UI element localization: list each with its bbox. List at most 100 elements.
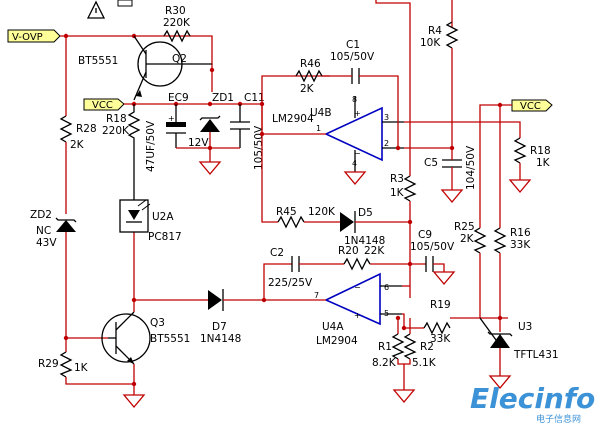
resistor-r25: R25 2K xyxy=(454,221,487,254)
svg-text:2K: 2K xyxy=(70,139,85,151)
ground-r18 xyxy=(508,179,532,194)
svg-text:V-OVP: V-OVP xyxy=(12,32,43,43)
transistor-q2: BT5551 Q2 xyxy=(78,35,212,101)
svg-text:R46: R46 xyxy=(300,58,321,70)
svg-text:电子信息网: 电子信息网 xyxy=(536,413,581,425)
svg-text:+: + xyxy=(354,311,361,320)
svg-text:TFTL431: TFTL431 xyxy=(513,349,559,361)
svg-text:VCC: VCC xyxy=(92,100,113,111)
capacitor-c9: C9 105/50V xyxy=(410,229,455,272)
ground-u3 xyxy=(488,375,512,390)
resistor-r16: R16 33K xyxy=(493,227,531,254)
svg-text:225/25V: 225/25V xyxy=(268,277,313,289)
transistor-q3: Q3 BT5551 xyxy=(101,311,190,365)
svg-text:1K: 1K xyxy=(390,187,405,199)
svg-text:8.2K: 8.2K xyxy=(372,357,397,369)
svg-text:C5: C5 xyxy=(424,157,438,169)
optocoupler-u2a: U2A PC817 xyxy=(119,199,182,243)
svg-text:R3: R3 xyxy=(390,173,404,185)
ground-c9 xyxy=(432,271,456,286)
svg-text:R1: R1 xyxy=(378,341,392,353)
svg-text:R30: R30 xyxy=(165,5,186,17)
resistor-r45: R45 120K xyxy=(276,206,336,229)
svg-text:R18: R18 xyxy=(106,113,127,125)
svg-text:5.1K: 5.1K xyxy=(412,357,437,369)
svg-text:2K: 2K xyxy=(300,83,315,95)
svg-text:2K: 2K xyxy=(460,233,475,245)
svg-text:R2: R2 xyxy=(420,341,434,353)
resistor-r46: R46 2K xyxy=(295,58,323,95)
resistor-r28: R28 2K xyxy=(59,115,97,151)
svg-text:EC9: EC9 xyxy=(168,92,189,104)
svg-text:ZD2: ZD2 xyxy=(30,209,52,221)
opamp-u4b: U4B LM2904 + − 3 2 1 4 8 xyxy=(272,95,389,168)
net-label-v-ovp: V-OVP xyxy=(7,29,61,43)
zener-zd1: ZD1 12V xyxy=(188,92,234,149)
resistor-r2: R2 5.1K xyxy=(403,333,437,369)
capacitor-c2: C2 225/25V xyxy=(268,247,313,289)
svg-text:105/50V: 105/50V xyxy=(410,241,455,253)
opamp-u4a: U4A LM2904 − + 6 5 7 xyxy=(314,272,389,347)
resistor-r4: R4 10K xyxy=(420,21,459,49)
svg-text:ZD1: ZD1 xyxy=(212,92,234,104)
svg-text:R16: R16 xyxy=(510,227,531,239)
clipped-box xyxy=(117,0,133,7)
svg-text:47UF/50V: 47UF/50V xyxy=(145,120,157,172)
svg-text:NC: NC xyxy=(36,225,51,237)
warning-symbol xyxy=(86,0,106,19)
resistor-r1: R1 8.2K xyxy=(372,333,405,369)
svg-text:LM2904: LM2904 xyxy=(272,113,314,125)
svg-text:BT5551: BT5551 xyxy=(78,55,118,67)
svg-text:Q3: Q3 xyxy=(150,317,165,329)
svg-text:C9: C9 xyxy=(418,229,432,241)
svg-text:1K: 1K xyxy=(74,362,89,374)
resistor-r18-right: R18 1K xyxy=(513,137,551,169)
resistor-r19: R19 33K xyxy=(423,299,451,345)
svg-text:12V: 12V xyxy=(188,137,209,149)
svg-text:PC817: PC817 xyxy=(148,231,182,243)
svg-text:C1: C1 xyxy=(346,39,360,51)
svg-text:105/50V: 105/50V xyxy=(253,125,265,170)
svg-text:D7: D7 xyxy=(212,321,227,333)
svg-text:22K: 22K xyxy=(364,245,385,257)
zener-zd2: ZD2 NC 43V xyxy=(30,209,77,249)
ground-r1-r2 xyxy=(392,389,416,404)
resistor-r20: R20 22K xyxy=(338,245,385,271)
svg-text:−: − xyxy=(354,283,361,292)
net-label-vcc-right: VCC xyxy=(511,99,553,112)
svg-text:R29: R29 xyxy=(38,358,59,370)
resistor-r29: R29 1K xyxy=(38,351,89,378)
svg-text:C11: C11 xyxy=(244,92,265,104)
svg-text:R4: R4 xyxy=(428,25,442,37)
ground-zd1 xyxy=(198,161,222,176)
ground-c5 xyxy=(440,189,464,204)
svg-text:U3: U3 xyxy=(518,321,532,333)
svg-text:Q2: Q2 xyxy=(172,53,187,65)
svg-text:Elecinfo: Elecinfo xyxy=(470,382,595,415)
svg-text:10K: 10K xyxy=(420,37,441,49)
watermark-logo: Elecinfo 电子信息网 xyxy=(470,382,595,425)
regulator-u3: U3 TFTL431 xyxy=(479,317,559,361)
svg-text:C2: C2 xyxy=(270,247,284,259)
svg-text:105/50V: 105/50V xyxy=(330,51,375,63)
svg-text:U4B: U4B xyxy=(310,107,332,119)
svg-text:3: 3 xyxy=(384,113,389,122)
svg-text:LM2904: LM2904 xyxy=(316,335,358,347)
capacitor-ec9: EC9 + 47UF/50V xyxy=(145,92,189,172)
svg-text:120K: 120K xyxy=(308,206,336,218)
svg-text:220K: 220K xyxy=(102,125,130,137)
svg-text:R25: R25 xyxy=(454,221,475,233)
svg-text:+: + xyxy=(354,109,361,118)
svg-text:1: 1 xyxy=(316,124,321,133)
svg-text:104/50V: 104/50V xyxy=(465,145,477,190)
resistor-r18-left: R18 220K xyxy=(102,104,141,200)
svg-text:33K: 33K xyxy=(510,239,531,251)
svg-text:2: 2 xyxy=(384,139,389,148)
svg-text:1K: 1K xyxy=(536,157,551,169)
svg-text:R45: R45 xyxy=(276,206,297,218)
svg-text:43V: 43V xyxy=(36,237,57,249)
svg-text:−: − xyxy=(354,149,361,158)
svg-text:R19: R19 xyxy=(430,299,451,311)
svg-text:U4A: U4A xyxy=(322,321,344,333)
